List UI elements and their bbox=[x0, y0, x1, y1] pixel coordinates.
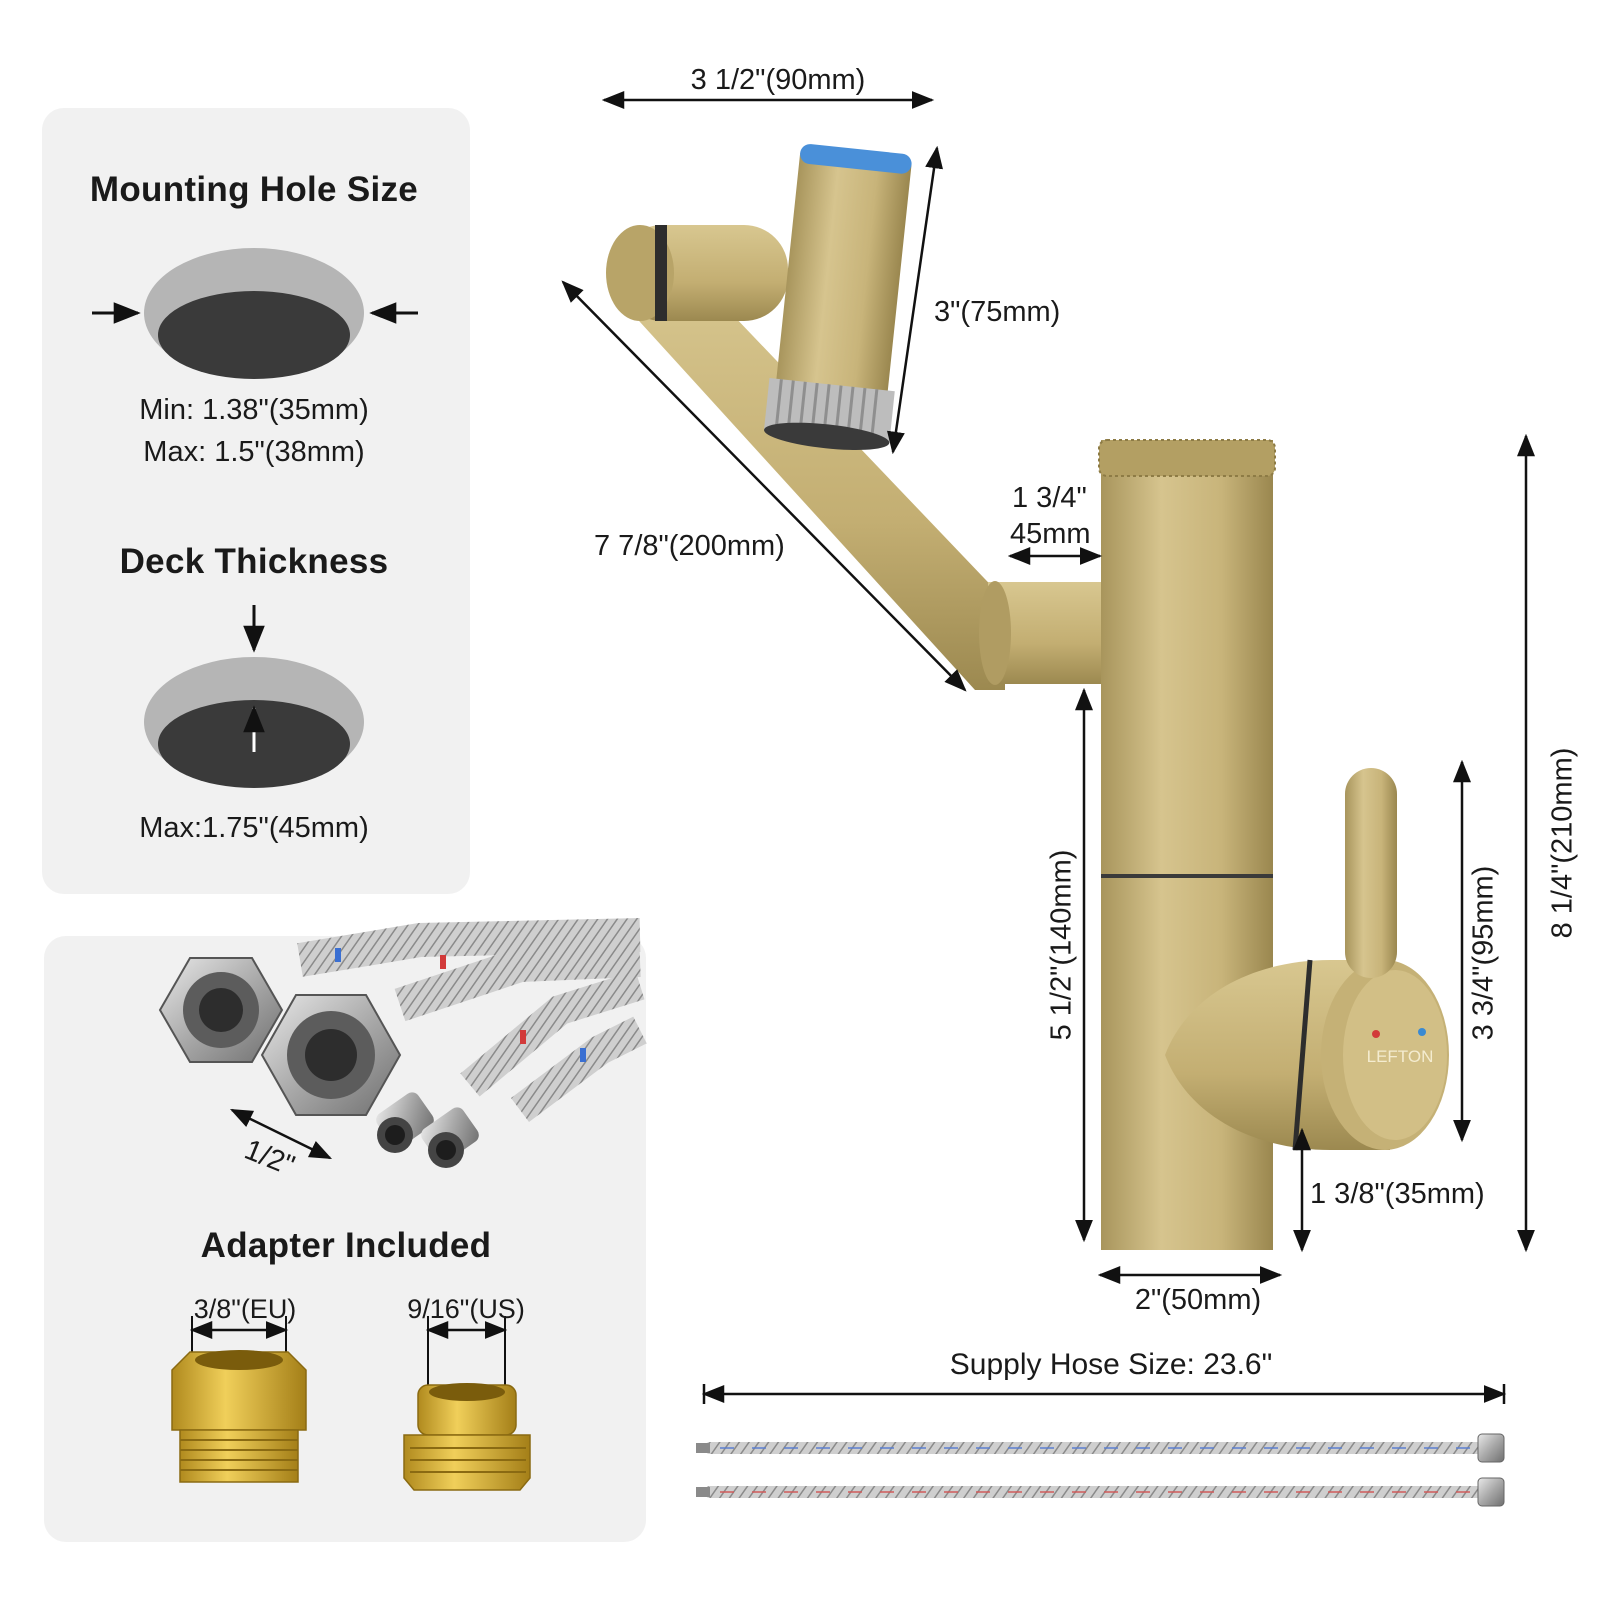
brand-logo: LEFTON bbox=[1367, 1047, 1434, 1066]
spout-width-label: 3 1/2"(90mm) bbox=[690, 64, 866, 96]
adapter-eu-image bbox=[171, 1316, 307, 1483]
total-height-label: 8 1/4"(210mm) bbox=[1546, 747, 1579, 939]
adapter-us-label: 9/16"(US) bbox=[407, 1294, 525, 1324]
handle-base-label: 1 3/8"(35mm) bbox=[1310, 1178, 1485, 1210]
offset-label-line2: 45mm bbox=[1010, 518, 1091, 550]
threaded-end-1 bbox=[376, 1092, 434, 1153]
deck-thickness-icon bbox=[144, 605, 364, 788]
deck-max-label: Max:1.75"(45mm) bbox=[139, 812, 369, 844]
mounting-hole-icon bbox=[92, 248, 418, 379]
deck-thickness-title: Deck Thickness bbox=[119, 542, 389, 581]
adapter-eu-label: 3/8"(EU) bbox=[193, 1294, 297, 1324]
body-height-label: 5 1/2"(140mm) bbox=[1045, 849, 1078, 1041]
offset-label-line1: 1 3/4" bbox=[1012, 482, 1087, 514]
aerator-height-label: 3"(75mm) bbox=[934, 296, 1061, 328]
hex-nut-2 bbox=[260, 994, 402, 1116]
mounting-max-label: Max: 1.5"(38mm) bbox=[143, 436, 365, 468]
hex-nut-1 bbox=[158, 957, 284, 1063]
dimension-lines bbox=[561, 91, 1535, 1404]
base-diameter-label: 2"(50mm) bbox=[1134, 1284, 1262, 1316]
supply-hoses-image bbox=[696, 1433, 1505, 1507]
handle-height-label: 3 3/4"(95mm) bbox=[1467, 865, 1500, 1041]
hose-fittings-image bbox=[158, 918, 647, 1168]
mounting-hole-title: Mounting Hole Size bbox=[89, 170, 419, 209]
supply-hose-label: Supply Hose Size: 23.6" bbox=[949, 1348, 1273, 1381]
adapter-title: Adapter Included bbox=[200, 1226, 492, 1265]
adapter-us-image bbox=[403, 1316, 531, 1491]
spout-length-label: 7 7/8"(200mm) bbox=[594, 530, 785, 562]
mounting-min-label: Min: 1.38"(35mm) bbox=[139, 394, 369, 426]
threaded-end-2 bbox=[421, 1107, 479, 1168]
